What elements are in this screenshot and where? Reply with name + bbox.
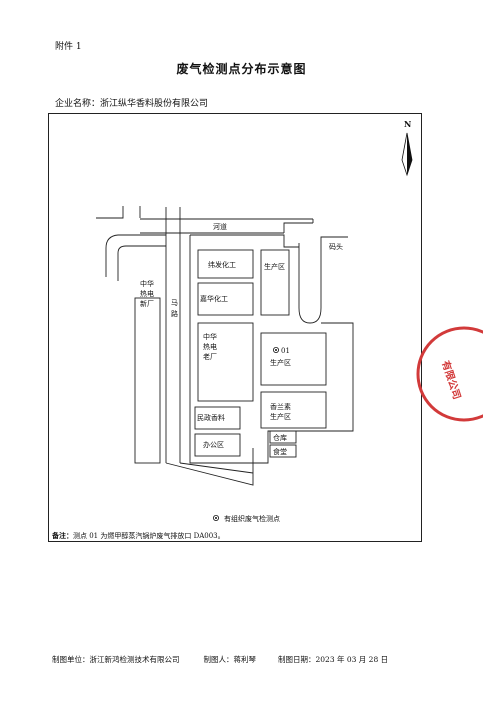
drawer-label: 制图人： — [203, 655, 234, 664]
monitoring-point-dot-icon — [275, 349, 277, 351]
footer-line: 制图单位：浙江新鸿检测技术有限公司 制图人：蒋利琴 制图日期：2023 年 03 月… — [52, 654, 388, 665]
site-boundary — [190, 234, 299, 248]
zhonghua-old-label-2: 热电 — [203, 342, 217, 351]
road-edge — [283, 222, 313, 233]
date-value: 2023 年 03 月 28 日 — [315, 655, 389, 664]
attachment-label: 附件 1 — [55, 42, 82, 52]
monitoring-point-icon — [272, 346, 279, 353]
site-boundary — [189, 235, 354, 464]
zhonghua-old-label-1: 中华 — [203, 332, 217, 341]
company-label: 企业名称： — [55, 99, 101, 109]
office-label: 办公区 — [203, 440, 224, 449]
dock-label: 码头 — [329, 242, 343, 251]
note-line: 备注：测点 01 为燃甲醇蒸汽锅炉废气排放口 DA003。 — [52, 531, 225, 541]
road-label-1: 马 — [171, 299, 178, 307]
diagram-frame — [48, 113, 422, 542]
maker-name: 浙江新鸿检测技术有限公司 — [89, 655, 180, 664]
weifa-building — [197, 249, 254, 279]
xianglansu-label-1: 香兰素 — [270, 402, 291, 411]
jiahua-building — [197, 282, 254, 316]
north-arrow-fill-icon — [407, 133, 412, 175]
date-label: 制图日期： — [278, 655, 316, 664]
production-area-2 — [260, 332, 327, 386]
xianglansu-building — [260, 391, 327, 429]
jiahua-label: 嘉华化工 — [200, 294, 228, 303]
road-bottom — [179, 462, 254, 474]
warehouse-building — [269, 430, 297, 444]
production2-label: 生产区 — [270, 358, 291, 367]
road-edge — [96, 206, 124, 219]
zhonghua-new-label-1: 中华 — [140, 279, 154, 288]
legend-point-icon — [212, 514, 219, 521]
production1-label: 生产区 — [264, 262, 285, 271]
zhonghua-new-label-3: 新厂 — [140, 299, 154, 308]
maker-label: 制图单位： — [52, 655, 90, 664]
legend-label: 有组织废气检测点 — [224, 514, 280, 523]
company-line: 企业名称：浙江纵华香料股份有限公司 — [55, 96, 208, 109]
minzheng-label: 民政香料 — [197, 413, 225, 422]
canteen-building — [269, 444, 297, 458]
road-label-2: 路 — [171, 309, 178, 318]
canteen-label: 食堂 — [273, 447, 287, 456]
zhonghua-new-label-2: 热电 — [140, 289, 154, 298]
road-bottom — [165, 448, 254, 486]
xianglansu-label-2: 生产区 — [270, 412, 291, 421]
minzheng-building — [194, 406, 241, 430]
production-area-1 — [260, 249, 290, 316]
document-title: 废气检测点分布示意图 — [176, 62, 307, 76]
dock-channel — [298, 236, 348, 324]
river-label: 河道 — [213, 222, 227, 231]
site-map: N 中华 热电 新厂 马 路 河道 码头 — [96, 119, 413, 523]
company-seal: 有限公司 — [416, 326, 483, 422]
warehouse-label: 仓库 — [273, 433, 287, 442]
seal-text: 有限公司 — [439, 359, 464, 401]
drawer-name: 蒋利琴 — [233, 655, 257, 664]
road-curve — [117, 245, 166, 281]
weifa-label: 纬发化工 — [208, 260, 236, 269]
zhonghua-old-label-3: 老厂 — [203, 352, 217, 361]
note-label: 备注： — [52, 531, 73, 540]
road-curve — [105, 234, 166, 277]
company-name: 浙江纵华香料股份有限公司 — [100, 99, 209, 109]
zhonghua-old-plant — [197, 322, 254, 402]
legend-point-dot-icon — [215, 517, 217, 519]
point-label: 01 — [281, 347, 290, 355]
office-building — [194, 433, 241, 457]
note-text: 测点 01 为燃甲醇蒸汽锅炉废气排放口 DA003。 — [73, 532, 225, 540]
zhonghua-new-plant — [134, 297, 161, 464]
north-label: N — [404, 119, 411, 129]
